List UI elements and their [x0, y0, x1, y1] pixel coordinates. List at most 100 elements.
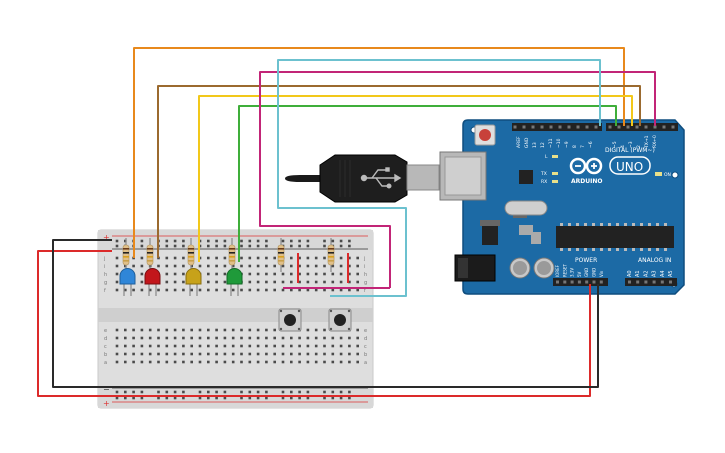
power-pin-label: GND — [592, 268, 597, 277]
model-label: UNO — [616, 160, 643, 174]
usb-icon — [360, 167, 402, 189]
analog-header — [625, 278, 677, 286]
row-letter: i — [104, 264, 105, 270]
row-letter: b — [104, 352, 107, 358]
digital-pin-label: 12 — [540, 142, 546, 148]
usb-cable[interactable] — [285, 151, 487, 203]
resistor[interactable] — [146, 238, 154, 272]
wire-brown — [157, 85, 641, 258]
digital-pin-label: RX←0 — [652, 135, 658, 148]
push-button-1[interactable] — [278, 308, 302, 332]
on-led-label: ON — [664, 172, 671, 178]
wire-yellow — [198, 95, 633, 262]
analog-pin-label: A1 — [635, 270, 641, 277]
digital-pin-label: ~11 — [548, 138, 554, 148]
led-red[interactable] — [144, 268, 161, 296]
analog-pin-label: A4 — [660, 270, 666, 277]
row-letter: b — [364, 352, 367, 358]
rail-plus-top: + — [103, 233, 110, 242]
row-letter: c — [104, 344, 107, 350]
rail-minus-bottom: − — [103, 385, 110, 394]
crystal-oscillator — [504, 200, 548, 216]
wires — [37, 47, 656, 397]
row-letter: a — [104, 360, 107, 366]
wire-magenta — [259, 71, 656, 288]
usb-chip — [519, 170, 533, 184]
power-pin-label: 3.3V — [570, 268, 575, 277]
analog-pin-label: A0 — [627, 270, 633, 277]
breadboard-jumpers — [283, 253, 398, 297]
row-letter: d — [104, 336, 107, 342]
row-letter: d — [364, 336, 367, 342]
push-button-2[interactable] — [328, 308, 352, 332]
analog-pin-label: A3 — [652, 270, 658, 277]
digital-pin-label: ~10 — [556, 138, 562, 148]
resistor[interactable] — [122, 238, 130, 272]
resistor[interactable] — [187, 238, 195, 272]
digital-pin-label: 2 — [636, 145, 642, 148]
rail-plus-bottom: + — [103, 399, 110, 408]
led-yellow[interactable] — [185, 268, 202, 296]
resistor[interactable] — [228, 238, 236, 272]
row-letter: j — [103, 256, 105, 262]
digital-pin-label: 7 — [580, 145, 586, 148]
bottom-pin-holes — [556, 280, 672, 284]
row-letter: j — [363, 256, 365, 262]
digital-header-right — [606, 123, 678, 131]
resistor[interactable] — [277, 238, 285, 272]
resistors — [122, 238, 335, 272]
reset-button[interactable] — [474, 124, 496, 146]
digital-header-left — [512, 123, 602, 131]
wire-black-gnd — [52, 239, 599, 388]
resistor[interactable] — [327, 238, 335, 272]
power-pin-label: IOREF — [555, 264, 560, 277]
row-letter: e — [104, 328, 107, 334]
power-pin-label: 5V — [577, 271, 582, 277]
power-pin-label: RESET — [562, 264, 567, 277]
wire-red-power — [37, 250, 591, 397]
wire-green — [238, 105, 617, 262]
digital-section-label: DIGITAL (PWM~) — [605, 147, 655, 154]
model-badge — [609, 156, 651, 175]
digital-pin-label: 4 — [620, 145, 626, 148]
digital-pin-label: ~5 — [612, 141, 618, 148]
arduino-logo-icon — [569, 157, 603, 175]
digital-pin-label: ~3 — [628, 141, 634, 148]
tx-led-label: TX — [540, 171, 547, 177]
atmega-chip — [556, 223, 674, 251]
power-pin-label: Vin — [599, 270, 604, 277]
power-pin-label: GND — [584, 268, 589, 277]
power-section-label: POWER — [575, 257, 597, 264]
row-letter: g — [364, 280, 367, 286]
analog-pin-label: A5 — [668, 270, 674, 277]
digital-pin-label: ~9 — [564, 141, 570, 148]
row-letter: a — [364, 360, 367, 366]
row-letter: h — [364, 272, 367, 278]
digital-pin-label: ~6 — [588, 141, 594, 148]
led-green[interactable] — [226, 268, 243, 296]
analog-pin-label: A2 — [643, 270, 649, 277]
brand-label: ARDUINO — [571, 178, 602, 185]
digital-pin-label: 13 — [532, 142, 538, 148]
digital-pin-label: GND — [524, 137, 530, 148]
row-letter: f — [364, 288, 366, 294]
digital-pin-holes — [513, 125, 675, 129]
digital-pin-label: 8 — [572, 145, 578, 148]
row-letter: e — [364, 328, 367, 334]
voltage-regulator — [482, 225, 498, 245]
analog-section-label: ANALOG IN — [638, 257, 671, 264]
digital-pin-label: TX→1 — [644, 135, 650, 149]
row-letter: h — [104, 272, 107, 278]
row-letter: f — [104, 288, 106, 294]
l-led-label: L — [545, 154, 548, 160]
row-letter: i — [364, 264, 365, 270]
led-blue[interactable] — [119, 268, 136, 296]
row-letter: c — [364, 344, 367, 350]
row-letter: g — [104, 280, 107, 286]
